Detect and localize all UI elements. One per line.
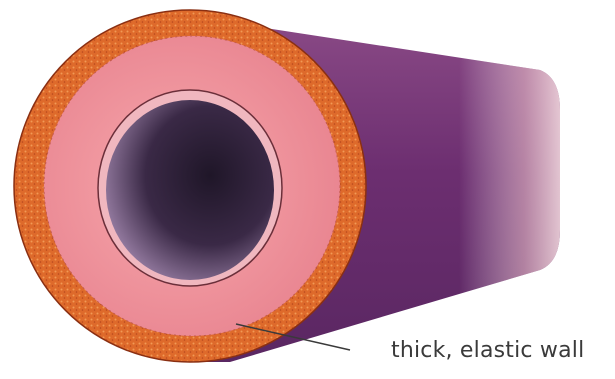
wall-label: thick, elastic wall [391,338,584,363]
lumen [106,100,274,280]
